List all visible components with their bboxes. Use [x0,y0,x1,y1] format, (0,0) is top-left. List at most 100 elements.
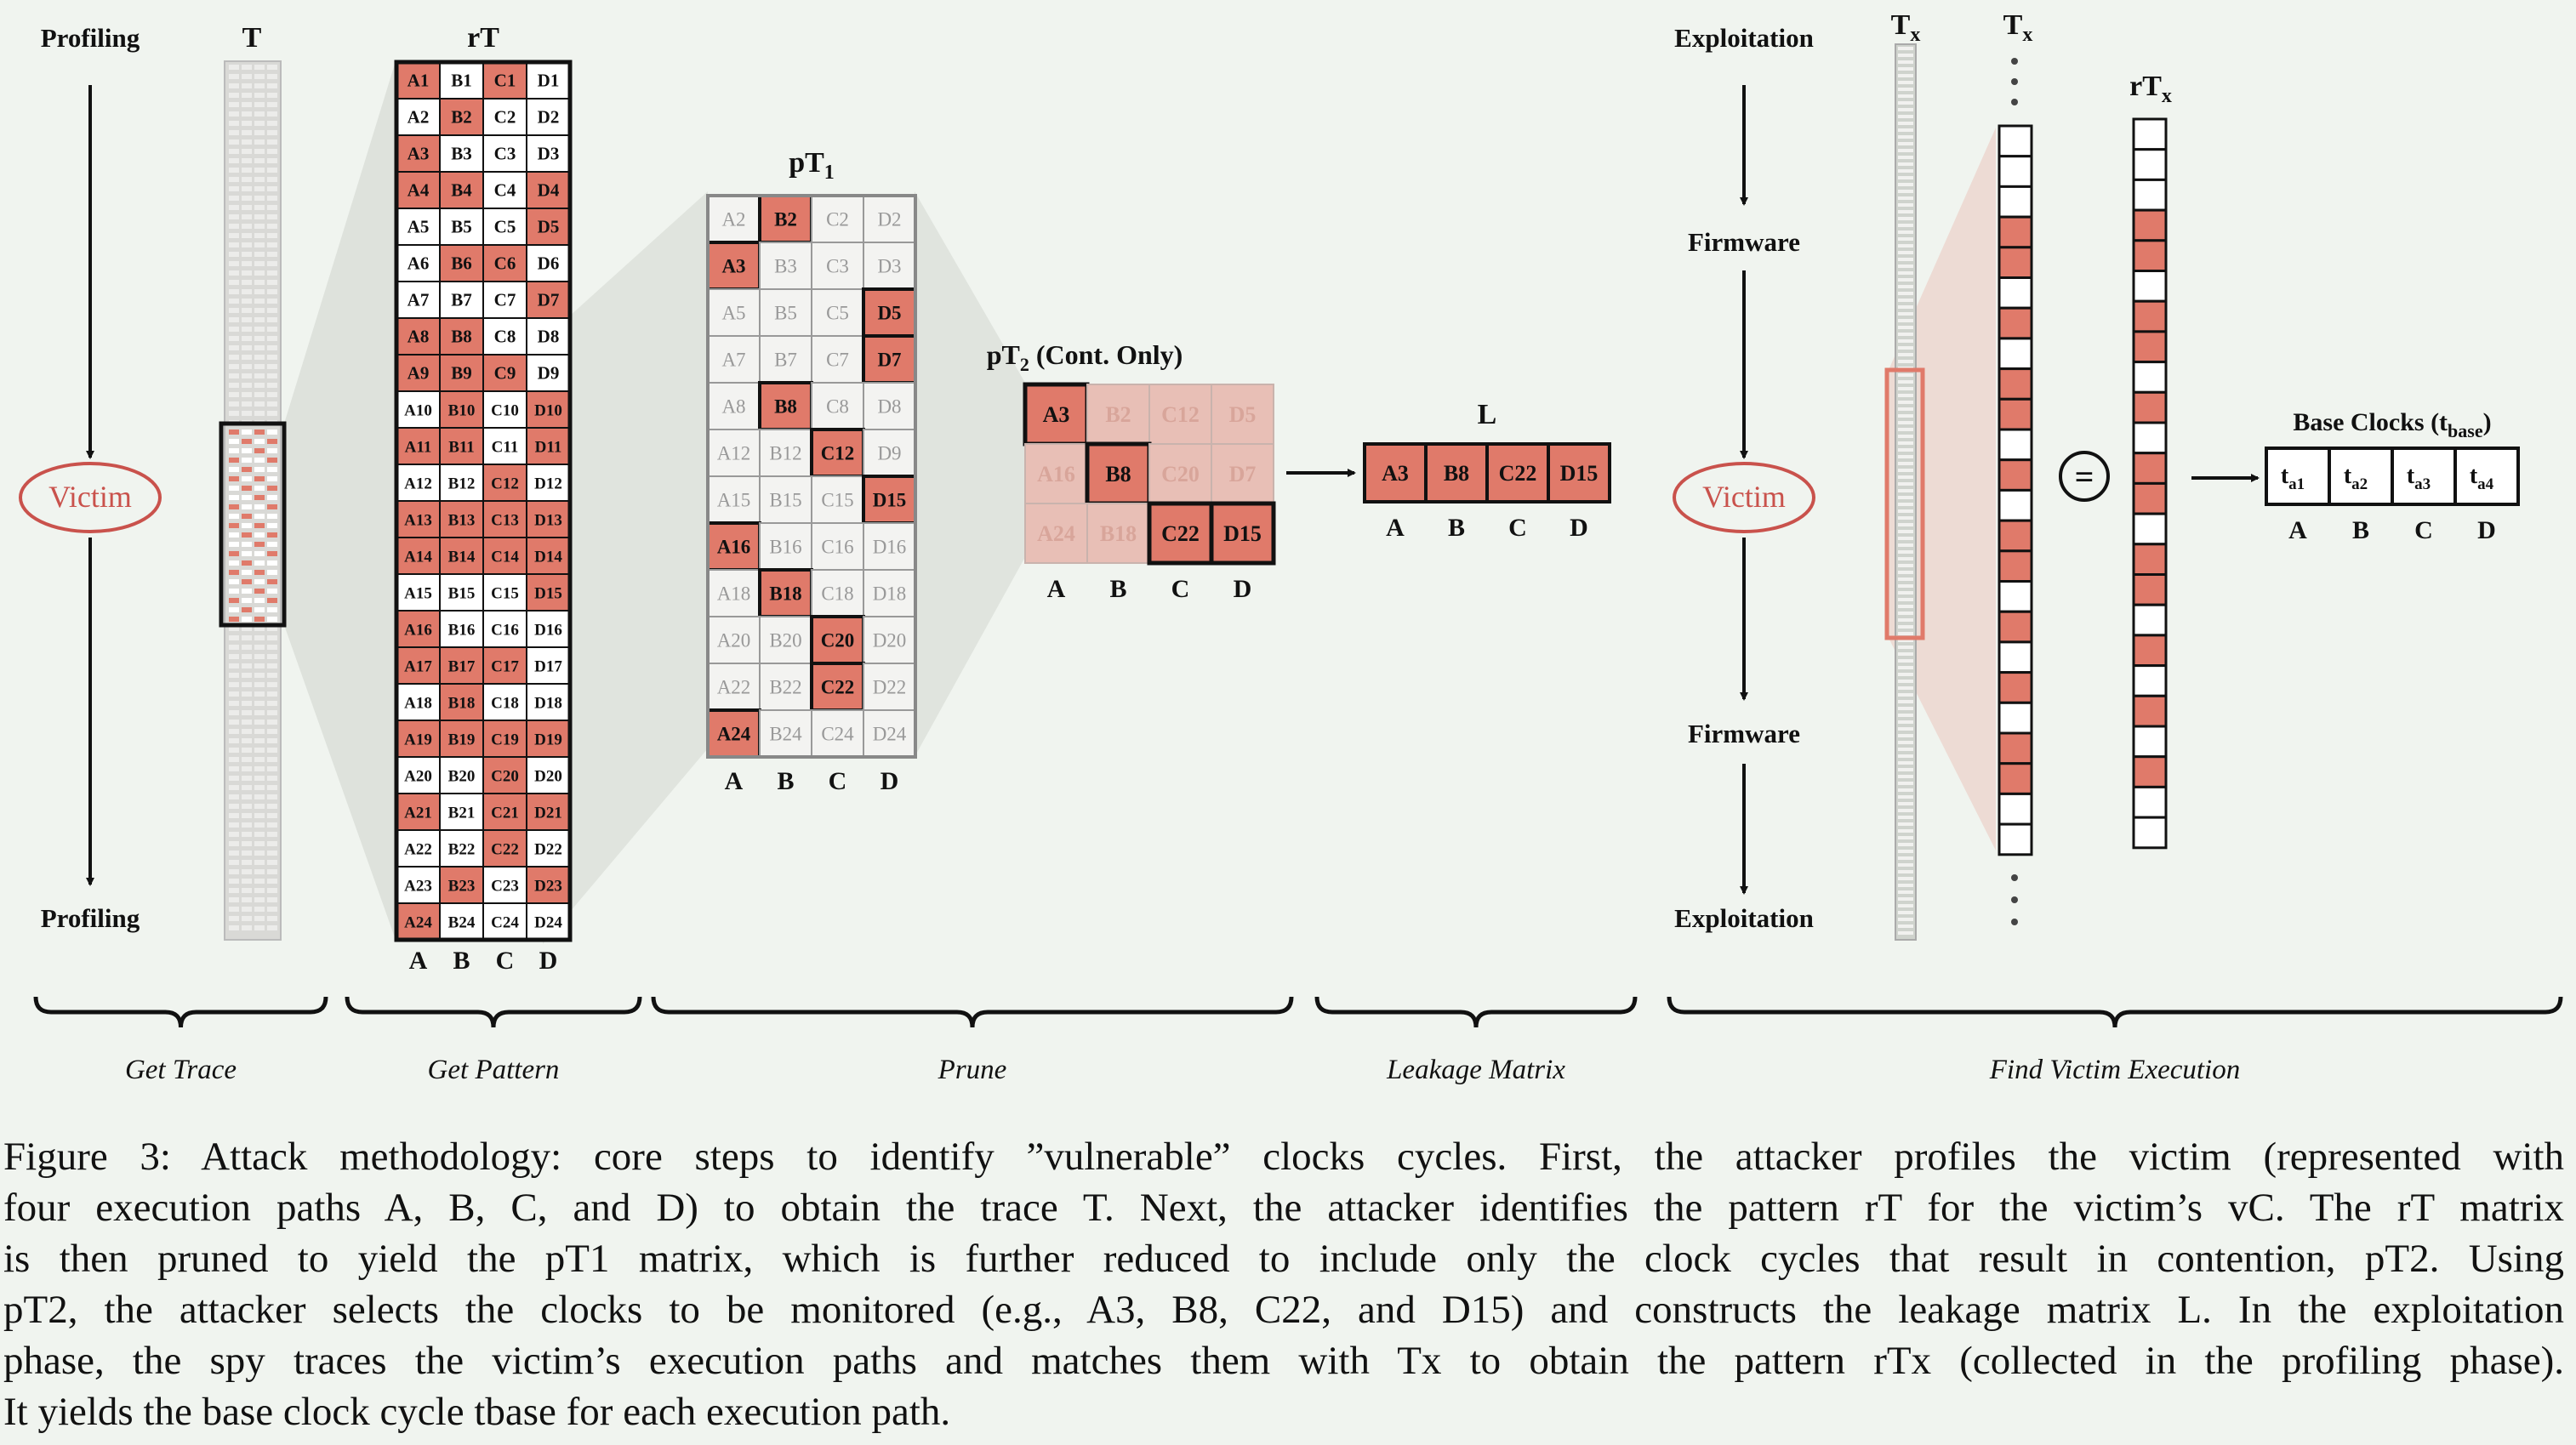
trace-tick [267,729,277,734]
trace-tick [242,345,252,350]
tx-trace-tick [1898,81,1913,84]
trace-tick [242,495,252,500]
trace-title: T [242,22,262,54]
trace-tick [242,532,252,538]
tx-trace-tick [1898,101,1913,105]
pt1-cell-label: B18 [769,583,801,605]
pt2-column-label: A [1047,575,1066,603]
tx-trace-tick [1898,353,1913,356]
rt-cell-label: D17 [534,658,562,676]
rt-cell-label: A1 [407,71,430,91]
pt1-cell [863,522,916,571]
rt-cell-label: C3 [494,144,516,164]
trace-tick [254,888,265,893]
rt-title: rT [467,22,499,54]
trace-tick [254,925,265,930]
trace-tick [229,523,239,528]
rtx-column-cell [2132,178,2168,212]
leakage-cell [1485,442,1550,503]
tx-column-cell [1998,580,2033,613]
trace-tick [254,607,265,612]
trace-tick [254,401,265,407]
trace-tick [267,701,277,706]
rt-cell-label: A15 [404,585,432,603]
trace-tick [267,448,277,453]
tx-trace-tick [1898,271,1913,275]
pt2-title-main: pT [987,339,1020,370]
trace-tick [254,308,265,313]
trace-tick [242,813,252,818]
trace-tick [267,617,277,622]
rt-cell-label: C10 [491,402,519,420]
trace-tick [254,514,265,519]
tx-trace-tick [1898,666,1913,669]
trace-tick [267,542,277,547]
rt-cell [482,720,527,758]
trace-tick [267,804,277,809]
tx-column-cell [1998,246,2033,279]
tx-trace-tick [1898,455,1913,458]
pt2-cell-label: B8 [1105,462,1131,486]
rt-cell-label: B24 [448,914,476,932]
tx-trace-tick [1898,543,1913,547]
leakage-cell [1547,442,1611,503]
trace-tick [229,186,239,191]
rt-column-label: D [539,947,558,975]
trace-tick [267,748,277,753]
trace-tick [267,654,277,659]
trace-tick [242,467,252,472]
rt-cell-label: B16 [448,622,476,640]
rt-cell [439,573,484,612]
tx-column-cell [1998,488,2033,522]
trace-tick [254,720,265,725]
trace-tick [229,607,239,612]
tx-trace-tick [1898,605,1913,608]
rt-cell-label: C2 [494,107,516,128]
pt1-cell [758,381,813,431]
pt1-cell-label: A24 [717,724,751,745]
trace-tick [254,261,265,266]
trace-tick [267,785,277,790]
trace-tick [242,233,252,238]
rt-cell [526,756,571,794]
pt1-cell [811,709,864,758]
pt2-cell [1209,501,1276,566]
tx-ellipsis-dot [2011,99,2018,105]
tx-trace-tick [1898,870,1913,873]
pt2-column-label: B [1109,575,1126,603]
trace-tick [254,879,265,884]
trace-tick [229,233,239,238]
rtx-column-cell [2132,816,2168,850]
tx-trace-tick [1898,407,1913,411]
pt2-cell [1024,443,1088,504]
trace-tick [254,186,265,191]
rt-cell [526,98,571,136]
equals-circle [2059,451,2110,502]
rt-cell-label: A16 [404,622,432,640]
trace-tick [229,364,239,369]
phase-label: Leakage Matrix [1386,1055,1565,1085]
trace-tick [242,401,252,407]
trace-tick [242,130,252,135]
trace-tick [242,364,252,369]
trace-tick [242,139,252,145]
pt1-cell-label: B12 [769,443,801,464]
trace-tick [229,645,239,650]
trace-tick [229,869,239,874]
trace-tick [242,83,252,88]
trace-tick [229,897,239,902]
trace-tick [242,458,252,463]
rt-cell-label: C22 [491,841,519,859]
rtx-column [2132,117,2168,850]
tx-trace-tick [1898,768,1913,771]
rt-cell-label: B10 [448,402,476,420]
trace-tick [229,729,239,734]
rt-cell-label: C23 [491,878,519,896]
rt-cell [439,646,484,685]
trace-tick [229,691,239,697]
tx-trace-tick [1898,890,1913,894]
trace-tick [267,411,277,416]
pt2-cell-label: B18 [1100,521,1137,546]
rt-cell-label: B9 [451,363,472,384]
trace-tick [254,729,265,734]
